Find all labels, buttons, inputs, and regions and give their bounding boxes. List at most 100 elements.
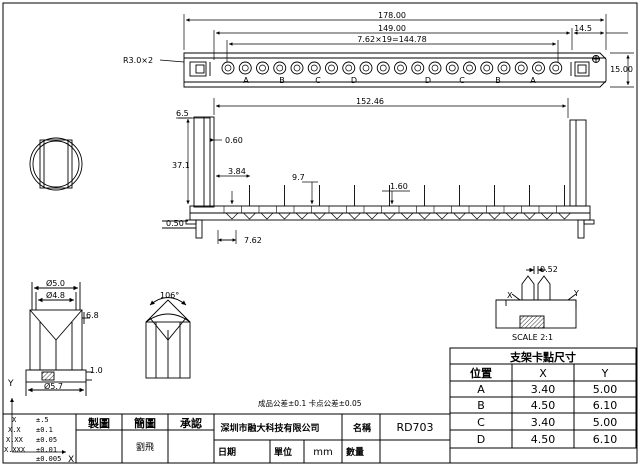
tolerance-row: ±0.01 xyxy=(36,446,57,454)
dim-178: 178.00 xyxy=(378,11,406,20)
pin-letter: B xyxy=(279,76,285,85)
header-cell: 位置 xyxy=(470,366,492,380)
tolerance-row: X.XX xyxy=(6,436,24,444)
circle-view xyxy=(29,137,83,191)
dim-6-5: 6.5 xyxy=(176,109,189,118)
table-cell: 6.10 xyxy=(593,433,618,446)
dim-6-8: 6.8 xyxy=(86,311,99,320)
pin-letter: B xyxy=(495,76,501,85)
dim-dia4-8: Ø4.8 xyxy=(46,290,65,300)
pin-hole xyxy=(238,61,252,75)
dim-0-50: 0.50 xyxy=(166,219,184,228)
title-chengren: 承認 xyxy=(180,416,202,430)
pin-hole xyxy=(428,61,442,75)
front-pin xyxy=(451,185,467,220)
pin-letter: C xyxy=(315,76,321,85)
pin-hole xyxy=(342,61,356,75)
right-slot xyxy=(574,61,590,77)
left-slot xyxy=(189,61,207,77)
dim-15: 15.00 xyxy=(610,65,633,74)
table-header: 位置 X Y xyxy=(470,366,609,380)
dimension-table xyxy=(449,347,637,449)
front-pins xyxy=(223,185,572,220)
dim-0-60: 0.60 xyxy=(225,136,243,145)
front-pin xyxy=(241,185,257,220)
front-pin xyxy=(521,185,537,220)
tolerance-note: 成品公差±0.1 卡点公差±0.05 xyxy=(258,398,362,408)
title-drafter: 劉飛 xyxy=(136,441,154,453)
table-title: 支架卡點尺寸 xyxy=(509,350,576,364)
dim-3-84: 3.84 xyxy=(228,167,246,176)
front-pin xyxy=(556,185,572,220)
dim-14-5: 14.5 xyxy=(574,24,592,33)
pin-letters: A B C D D C B A xyxy=(243,76,536,85)
pin-circles xyxy=(221,61,563,75)
front-pin xyxy=(346,185,362,220)
dim-152: 152.46 xyxy=(356,97,384,106)
pin-hole xyxy=(221,61,235,75)
title-zhitu: 製圖 xyxy=(87,416,110,430)
header-cell: X xyxy=(539,367,547,380)
top-dimensions xyxy=(159,14,634,88)
front-pin xyxy=(276,185,292,220)
dim-dia5-7: Ø5.7 xyxy=(44,381,63,391)
dim-1-0: 1.0 xyxy=(90,366,103,375)
corner-axis-y: Y xyxy=(7,379,14,389)
pin-hole xyxy=(445,61,459,75)
front-dimensions xyxy=(176,98,569,244)
front-pin xyxy=(503,206,519,220)
pin-hole xyxy=(307,61,321,75)
dim-9-7: 9.7 xyxy=(292,173,305,182)
dim-0-52: 0.52 xyxy=(540,265,558,274)
pin-hole xyxy=(514,61,528,75)
table-cell: D xyxy=(477,433,485,446)
axis-y-label: Y xyxy=(573,289,579,298)
front-pin xyxy=(433,206,449,220)
pin-letter: A xyxy=(243,76,249,85)
front-pin xyxy=(398,206,414,220)
pin-hole xyxy=(497,61,511,75)
pin-letter: D xyxy=(425,76,431,85)
table-cell: 3.40 xyxy=(531,416,556,429)
dim-37-1: 37.1 xyxy=(172,161,190,170)
front-pin xyxy=(311,185,327,220)
table-cell: C xyxy=(477,416,485,429)
dim-1-60: 1.60 xyxy=(390,182,408,191)
scale-detail-view xyxy=(495,266,577,329)
unit-value: mm xyxy=(313,447,332,458)
pin-hole xyxy=(480,61,494,75)
table-row: D 4.50 6.10 xyxy=(477,433,617,446)
dim-pitch-total: 7.62×19=144.78 xyxy=(357,35,426,44)
pin-hole xyxy=(359,61,373,75)
tolerance-row: ±0.05 xyxy=(36,436,57,444)
tolerance-row: X.X xyxy=(8,426,21,434)
table-row: B 4.50 6.10 xyxy=(477,399,617,412)
table-row: C 3.40 5.00 xyxy=(477,416,617,429)
table-cell: 5.00 xyxy=(593,416,618,429)
title-block xyxy=(2,413,451,464)
table-cell: 3.40 xyxy=(531,383,556,396)
pin-hole xyxy=(273,61,287,75)
company-name: 深圳市融大科技有限公司 xyxy=(220,422,319,434)
front-pin xyxy=(538,206,554,220)
date-label: 日期 xyxy=(218,446,236,458)
front-pin xyxy=(486,185,502,220)
dim-r3: R3.0×2 xyxy=(123,56,153,65)
front-pin xyxy=(258,206,274,220)
name-label: 名稱 xyxy=(353,422,371,434)
pin-hole xyxy=(376,61,390,75)
top-view xyxy=(183,52,607,88)
table-cell: 4.50 xyxy=(531,399,556,412)
header-cell: Y xyxy=(601,367,609,380)
pin-hole xyxy=(532,61,545,75)
table-cell: 4.50 xyxy=(531,433,556,446)
pin-hole xyxy=(290,61,304,75)
tolerance-row: ±.5 xyxy=(36,416,49,424)
pin-hole xyxy=(325,61,338,75)
pin-hole xyxy=(549,61,563,75)
front-pin xyxy=(328,206,344,220)
tolerance-row: ±0.005 xyxy=(36,455,61,463)
pin-hole xyxy=(411,61,425,75)
front-pin xyxy=(381,185,397,220)
